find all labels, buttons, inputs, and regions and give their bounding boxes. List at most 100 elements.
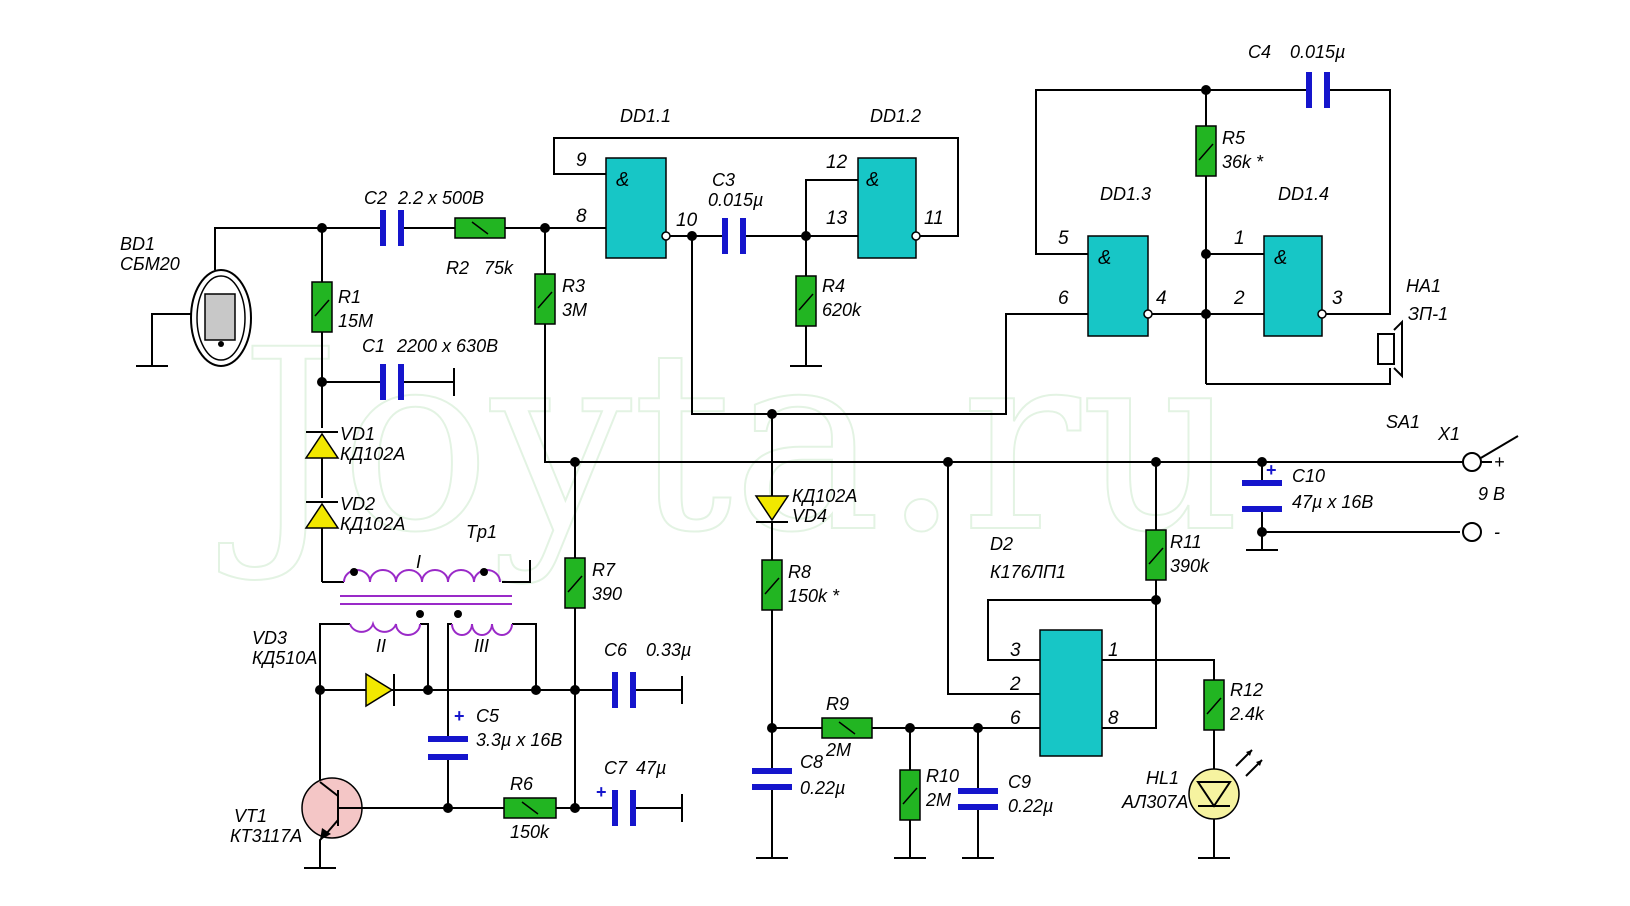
dd1-3-pin-6: 6 bbox=[1058, 288, 1069, 309]
transformer-tp1 bbox=[340, 568, 513, 636]
d2-ref: D2 bbox=[990, 534, 1013, 554]
resistor-r3 bbox=[534, 273, 556, 325]
dd1-1-pin-9: 9 bbox=[576, 150, 587, 171]
hl1-value: АЛ307А bbox=[1121, 792, 1188, 812]
r6-ref: R6 bbox=[510, 774, 534, 794]
resistor-r7 bbox=[564, 557, 586, 609]
dd1-2-name: DD1.2 bbox=[870, 106, 921, 126]
c6-ref: C6 bbox=[604, 640, 628, 660]
dd1-2-pin-11: 11 bbox=[924, 208, 944, 229]
diode-vd1 bbox=[304, 431, 340, 459]
c10-polarity: + bbox=[1266, 460, 1277, 480]
tp1-ref: Tp1 bbox=[466, 522, 497, 542]
gate-dd1-1: & bbox=[605, 157, 671, 259]
resistor-r4 bbox=[795, 275, 817, 327]
x1-ref: X1 bbox=[1437, 424, 1460, 444]
capacitor-c7 bbox=[612, 790, 636, 826]
ha1-ref: HA1 bbox=[1406, 276, 1441, 296]
dd1-1-pin-8: 8 bbox=[576, 206, 587, 227]
diode-vd2 bbox=[304, 501, 340, 529]
resistor-r6 bbox=[503, 797, 557, 819]
tp1-winding-2: II bbox=[376, 636, 386, 656]
watermark: Joyta.ru bbox=[219, 296, 1241, 587]
ha1-value: ЗП-1 bbox=[1408, 304, 1448, 324]
d2-pin-2: 2 bbox=[1009, 674, 1021, 695]
diode-vd3 bbox=[365, 672, 395, 708]
c10-value: 47µ x 16B bbox=[1292, 492, 1373, 512]
r3-ref: R3 bbox=[562, 276, 585, 296]
c9-ref: C9 bbox=[1008, 772, 1031, 792]
c5-ref: C5 bbox=[476, 706, 500, 726]
x1-voltage: 9 B bbox=[1478, 484, 1505, 504]
d2-pin-1: 1 bbox=[1108, 640, 1119, 661]
bd1-geiger-tube bbox=[190, 269, 252, 367]
resistor-r5 bbox=[1195, 125, 1217, 177]
dd1-4-symbol: & bbox=[1274, 247, 1287, 269]
capacitor-c4 bbox=[1306, 72, 1330, 108]
r10-value: 2M bbox=[925, 790, 951, 810]
vt1-ref: VT1 bbox=[234, 806, 267, 826]
dd1-3-symbol: & bbox=[1098, 247, 1111, 269]
r1-value: 15M bbox=[338, 311, 373, 331]
d2-pin-6: 6 bbox=[1010, 708, 1021, 729]
vd2-ref: VD2 bbox=[340, 494, 375, 514]
c5-polarity: + bbox=[454, 706, 465, 726]
r4-ref: R4 bbox=[822, 276, 845, 296]
junction-dots bbox=[315, 85, 1267, 813]
buzzer-ha1 bbox=[1377, 319, 1403, 379]
r1-ref: R1 bbox=[338, 287, 361, 307]
dd1-1-pin-10: 10 bbox=[676, 210, 698, 231]
resistor-r8 bbox=[761, 559, 783, 611]
vd4-ref: VD4 bbox=[792, 506, 827, 526]
d2-pin-8: 8 bbox=[1108, 708, 1119, 729]
x1-plus: + bbox=[1494, 452, 1505, 472]
vd1-ref: VD1 bbox=[340, 424, 375, 444]
r6-value: 150k bbox=[510, 822, 550, 842]
diode-vd4 bbox=[754, 495, 790, 523]
dd1-4-name: DD1.4 bbox=[1278, 184, 1329, 204]
capacitor-c10 bbox=[1242, 480, 1282, 512]
c7-polarity: + bbox=[596, 782, 607, 802]
d2-pin-3: 3 bbox=[1010, 640, 1021, 661]
gate-dd1-3: & bbox=[1087, 235, 1153, 337]
c10-ref: C10 bbox=[1292, 466, 1325, 486]
d2-value: К176ЛП1 bbox=[990, 562, 1066, 582]
r8-ref: R8 bbox=[788, 562, 811, 582]
hl1-ref: HL1 bbox=[1146, 768, 1179, 788]
resistor-r10 bbox=[899, 769, 921, 821]
vd3-value: КД510А bbox=[252, 648, 317, 668]
gate-dd1-2: & bbox=[857, 157, 921, 259]
c8-ref: C8 bbox=[800, 752, 823, 772]
capacitor-c2 bbox=[380, 210, 404, 246]
dd1-4-pin-2: 2 bbox=[1233, 288, 1245, 309]
capacitor-c3 bbox=[722, 218, 746, 254]
r11-value: 390k bbox=[1170, 556, 1210, 576]
capacitor-c5 bbox=[428, 736, 468, 760]
dd1-3-pin-5: 5 bbox=[1058, 228, 1069, 249]
dd1-4-pin-1: 1 bbox=[1234, 228, 1245, 249]
tp1-winding-1: I bbox=[416, 552, 421, 572]
dd1-2-pin-13: 13 bbox=[826, 208, 848, 229]
r9-value: 2M bbox=[825, 740, 851, 760]
resistor-r9 bbox=[821, 717, 873, 739]
c4-value: 0.015µ bbox=[1290, 42, 1345, 62]
transistor-vt1 bbox=[301, 777, 363, 840]
wires bbox=[136, 89, 1519, 869]
capacitor-c9 bbox=[958, 788, 998, 810]
c3-ref: C3 bbox=[712, 170, 735, 190]
terminal-minus bbox=[1462, 522, 1482, 542]
terminal-plus bbox=[1462, 452, 1482, 472]
c1-ref: C1 bbox=[362, 336, 385, 356]
r5-value: 36k * bbox=[1222, 152, 1264, 172]
dd1-2-pin-12: 12 bbox=[826, 152, 848, 173]
c3-value: 0.015µ bbox=[708, 190, 763, 210]
resistor-r2 bbox=[454, 217, 506, 239]
c5-value: 3.3µ x 16B bbox=[476, 730, 562, 750]
c6-value: 0.33µ bbox=[646, 640, 691, 660]
r11-ref: R11 bbox=[1170, 532, 1202, 552]
c9-value: 0.22µ bbox=[1008, 796, 1053, 816]
chip-d2 bbox=[1039, 629, 1103, 757]
r5-ref: R5 bbox=[1222, 128, 1246, 148]
c2-ref: C2 bbox=[364, 188, 387, 208]
c4-ref: C4 bbox=[1248, 42, 1271, 62]
